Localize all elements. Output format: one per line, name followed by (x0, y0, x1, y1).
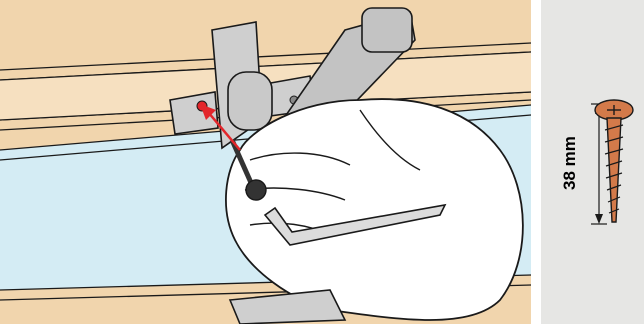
installation-illustration (0, 0, 531, 324)
dimension-line (591, 104, 607, 224)
screw-length-label: 38 mm (558, 150, 582, 190)
wood-screw-icon (541, 0, 644, 324)
